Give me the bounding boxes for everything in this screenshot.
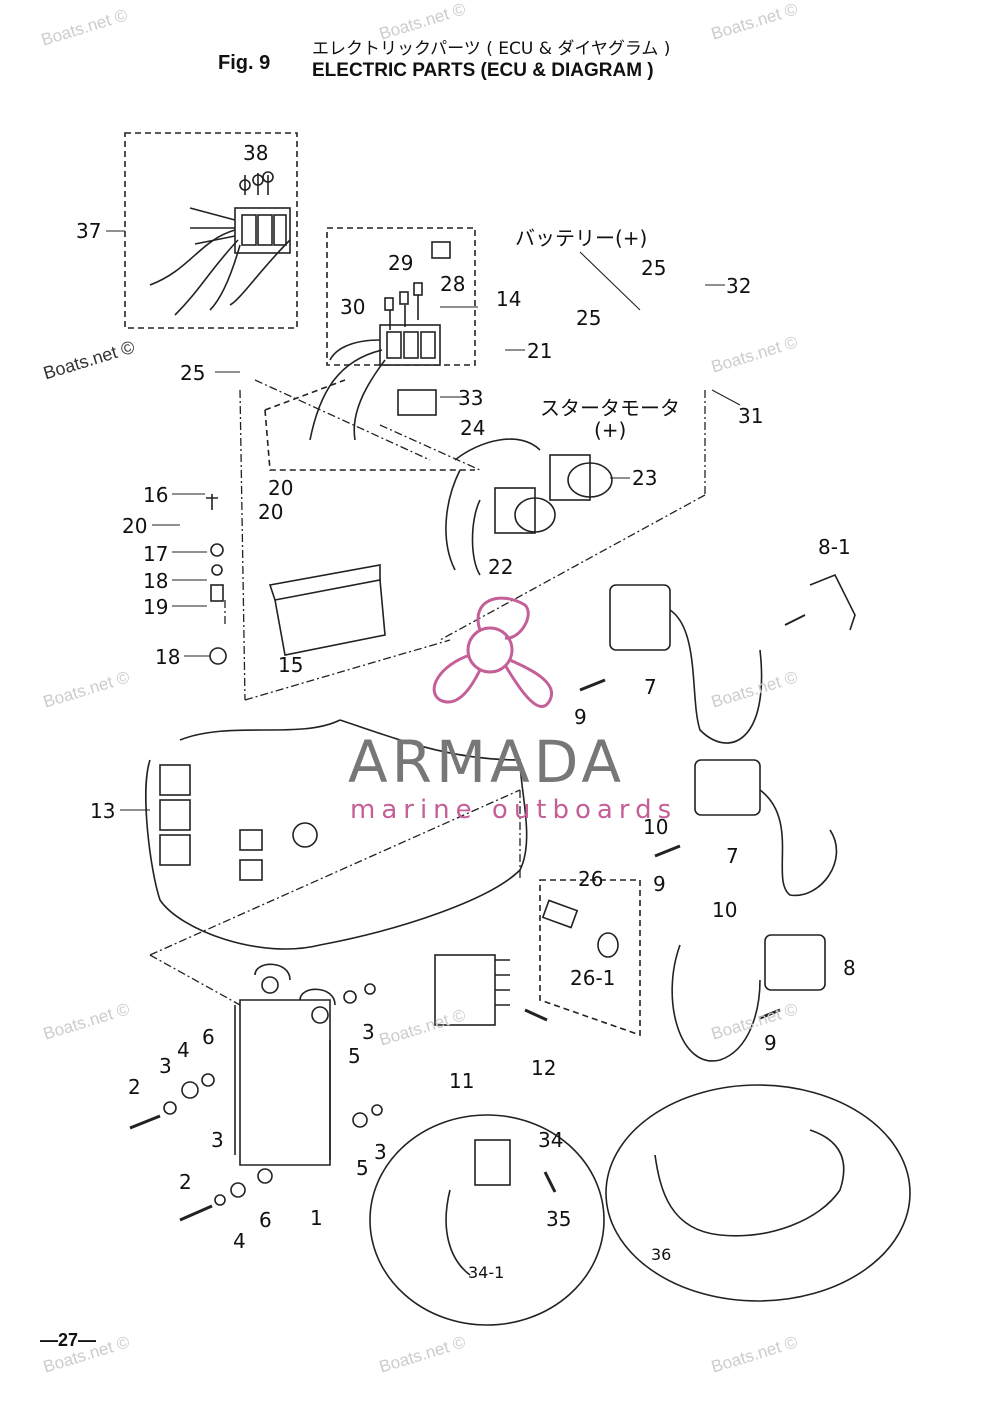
page-number: —27— [40,1330,97,1350]
label-25-top: 25 [641,256,667,280]
label-20-mid: 20 [258,500,284,524]
label-3-left: 3 [159,1054,172,1078]
label-25-left: 25 [180,361,206,385]
label-11: 11 [449,1069,475,1093]
label-18-bottom: 18 [155,645,181,669]
label-5-lower: 5 [356,1156,369,1180]
label-starter-plus: (+) [594,418,627,442]
label-12: 12 [531,1056,557,1080]
label-5-upper: 5 [348,1044,361,1068]
group-box-37 [124,132,298,329]
label-34-1: 34-1 [468,1263,505,1282]
label-19: 19 [143,595,169,619]
label-14: 14 [496,287,522,311]
label-9-mid: 9 [653,872,666,896]
armada-logo-subtitle: marine outboards [350,795,678,825]
label-starter: スタータモータ [540,396,680,420]
label-battery: バッテリー(+) [515,226,648,250]
label-15: 15 [278,653,304,677]
label-16: 16 [143,483,169,507]
label-38: 38 [243,141,269,165]
label-31: 31 [738,404,764,428]
label-18-top: 18 [143,569,169,593]
label-10-top: 10 [643,815,669,839]
label-37: 37 [76,219,102,243]
label-24: 24 [460,416,486,440]
label-4-bottom: 4 [233,1229,246,1253]
label-25-mid: 25 [576,306,602,330]
label-13: 13 [90,799,116,823]
group-box-26 [539,879,641,1037]
group-box-14 [326,227,476,366]
label-9-top: 9 [574,705,587,729]
label-3-upper: 3 [362,1020,375,1044]
label-1: 1 [310,1206,323,1230]
label-28: 28 [440,272,466,296]
label-33: 33 [458,386,484,410]
label-9-bottom: 9 [764,1031,777,1055]
label-7-mid: 7 [726,844,739,868]
label-36: 36 [651,1245,672,1264]
label-8: 8 [843,956,856,980]
label-6-bottom: 6 [259,1208,272,1232]
label-26-1: 26-1 [570,966,616,990]
label-29: 29 [388,251,414,275]
armada-logo-text: ARMADA [348,728,626,796]
label-2-top: 2 [128,1075,141,1099]
label-20-top: 20 [268,476,294,500]
figure-number: Fig. 9 [218,52,271,74]
label-26: 26 [578,867,604,891]
label-20-left: 20 [122,514,148,538]
figure-title-jp: エレクトリックパーツ ( ECU & ダイヤグラム ) [312,39,671,59]
label-8-1: 8-1 [818,535,851,559]
label-23: 23 [632,466,658,490]
label-35: 35 [546,1207,572,1231]
label-17: 17 [143,542,169,566]
label-6-top: 6 [202,1025,215,1049]
label-21: 21 [527,339,553,363]
armada-propeller-logo [432,596,554,708]
label-3-lower-left: 3 [211,1128,224,1152]
figure-title-en: ELECTRIC PARTS (ECU & DIAGRAM ) [312,60,654,81]
label-7-top: 7 [644,675,657,699]
label-3-lower-right: 3 [374,1140,387,1164]
label-30: 30 [340,295,366,319]
label-22: 22 [488,555,514,579]
label-2-bottom: 2 [179,1170,192,1194]
label-10-bottom: 10 [712,898,738,922]
label-4-top: 4 [177,1038,190,1062]
label-34: 34 [538,1128,564,1152]
label-32: 32 [726,274,752,298]
